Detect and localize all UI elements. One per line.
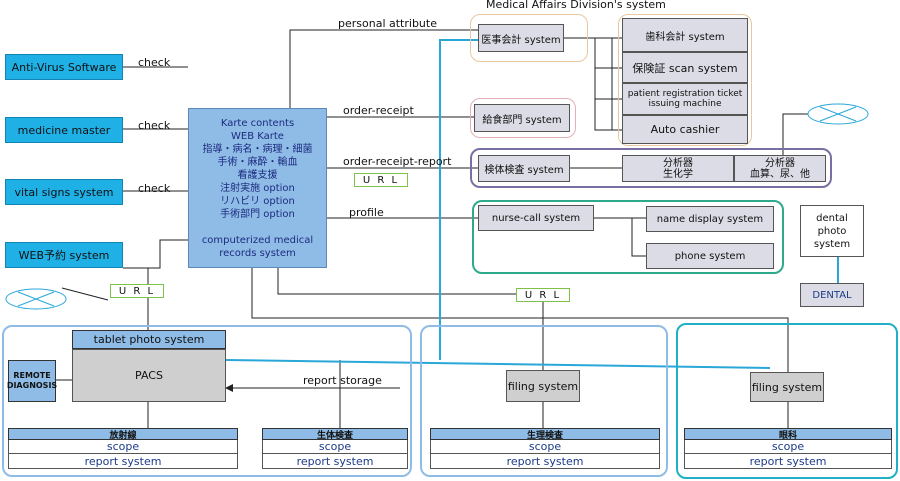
analyzer-blood-box: 分析器 血算、尿、他 — [734, 155, 826, 182]
medicine-master-box: medicine master — [5, 117, 123, 143]
department-header: 生体検査 — [262, 428, 408, 441]
check-label: check — [138, 119, 171, 132]
url-badge: U R L — [110, 284, 164, 298]
report-system-cell: report system — [684, 454, 892, 469]
department-header: 眼科 — [684, 428, 892, 441]
report-system-cell: report system — [8, 454, 238, 469]
karte-line: computerized medical — [201, 234, 314, 246]
report-system-cell: report system — [430, 454, 660, 469]
karte-line: Karte contents — [220, 117, 295, 129]
specimen-test-box: 検体検査 system — [478, 155, 570, 182]
name-display-box: name display system — [646, 206, 774, 232]
report-storage-label: report storage — [303, 374, 382, 387]
scope-cell: scope — [430, 440, 660, 454]
karte-line: records system — [219, 247, 296, 259]
analyzer-biochem-box: 分析器 生化学 — [622, 155, 734, 182]
karte-line: 手術部門 option — [220, 208, 295, 220]
karte-line: 注射実施 option — [220, 182, 295, 194]
anti-virus-box: Anti-Virus Software — [5, 54, 123, 80]
auto-cashier-box: Auto cashier — [622, 115, 748, 144]
karte-line: 指導・病名・病理・細菌 — [202, 143, 313, 155]
department-header: 放射線 — [8, 428, 238, 441]
scope-cell: scope — [684, 440, 892, 454]
web-reservation-box: WEB予約 system — [5, 242, 123, 268]
registration-ticket-box: patient registration ticket issuing mach… — [622, 83, 748, 115]
url-badge: U R L — [516, 288, 570, 302]
dental-box: DENTAL — [800, 283, 864, 307]
department-header: 生理検査 — [430, 428, 660, 441]
dental-photo-box: dental photo system — [800, 205, 864, 257]
vital-signs-box: vital signs system — [5, 179, 123, 205]
order-receipt-label: order-receipt — [343, 104, 414, 117]
medical-accounting-box: 医事会計 system — [478, 24, 564, 52]
karte-line: WEB Karte — [231, 130, 284, 142]
food-group — [470, 98, 576, 138]
accounting-sub-group — [618, 14, 752, 146]
filing-system-box: filing system — [506, 370, 580, 402]
ophthalmology-group — [676, 323, 898, 479]
remote-diagnosis-box: REMOTE DIAGNOSIS — [7, 360, 57, 402]
food-system-box: 給食部門 system — [474, 104, 570, 132]
order-receipt-report-label: order-receipt-report — [343, 155, 452, 168]
physiology-group — [420, 325, 668, 477]
nurse-call-group — [472, 200, 784, 274]
profile-label: profile — [349, 206, 384, 219]
karte-line: 看護支援 — [237, 169, 278, 181]
karte-line: 手術・麻酔・輸血 — [217, 156, 298, 168]
nurse-call-box: nurse-call system — [478, 205, 594, 231]
check-label: check — [138, 56, 171, 69]
accounting-group — [470, 14, 588, 62]
filing-system-box: filing system — [750, 372, 824, 402]
pacs-group — [2, 325, 412, 477]
phone-system-box: phone system — [646, 243, 774, 269]
dental-accounting-box: 歯科会計 system — [622, 18, 748, 52]
personal-attribute-label: personal attribute — [338, 17, 437, 30]
tablet-photo-box: tablet photo system — [72, 330, 226, 349]
report-system-cell: report system — [262, 454, 408, 469]
karte-line — [256, 221, 259, 234]
insurance-scan-box: 保険証 scan system — [622, 52, 748, 83]
check-label: check — [138, 182, 171, 195]
pacs-box: PACS — [72, 349, 226, 402]
karte-line: リハビリ option — [220, 195, 295, 207]
url-badge: U R L — [354, 173, 408, 187]
diagram-title: Medical Affairs Division's system — [486, 0, 666, 11]
scope-cell: scope — [262, 440, 408, 454]
scope-cell: scope — [8, 440, 238, 454]
lab-group — [470, 148, 832, 188]
